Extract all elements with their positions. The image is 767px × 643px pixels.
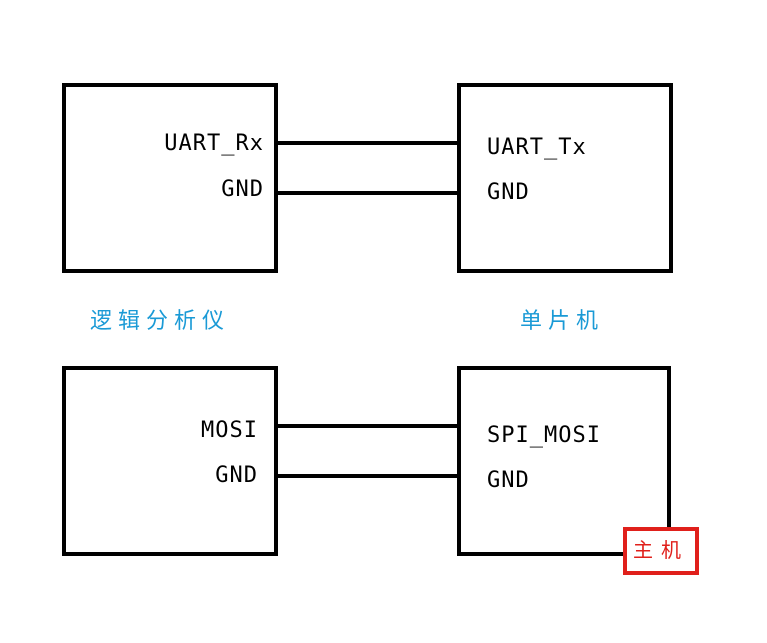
spi-mosi-pin-label: SPI_MOSI <box>487 423 601 448</box>
uart-gnd-wire <box>278 191 457 195</box>
uart-rx-pin-label: UART_Rx <box>164 131 264 156</box>
mosi-pin-label: MOSI <box>201 418 258 443</box>
logic-analyzer-spi-box <box>62 366 278 556</box>
uart-tx-pin-label: UART_Tx <box>487 135 587 160</box>
mcu-uart-box <box>457 83 673 273</box>
uart-rx-tx-wire <box>278 141 457 145</box>
spi-left-gnd-pin-label: GND <box>215 463 258 488</box>
mcu-caption: 单片机 <box>520 309 605 334</box>
logic-analyzer-caption: 逻辑分析仪 <box>90 309 231 334</box>
uart-right-gnd-pin-label: GND <box>487 180 530 205</box>
logic-analyzer-uart-box <box>62 83 278 273</box>
spi-gnd-wire <box>278 474 457 478</box>
uart-left-gnd-pin-label: GND <box>221 177 264 202</box>
spi-mosi-wire <box>278 424 457 428</box>
master-role-tag: 主机 <box>623 527 699 575</box>
mcu-spi-box <box>457 366 671 556</box>
spi-right-gnd-pin-label: GND <box>487 468 530 493</box>
